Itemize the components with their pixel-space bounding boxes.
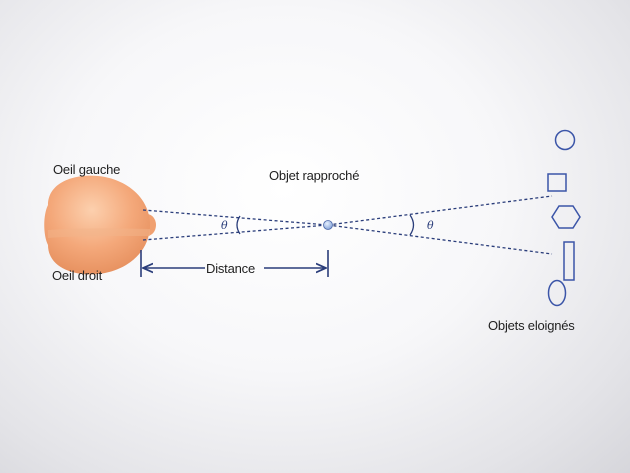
near-object-label: Objet rapproché [269,168,360,183]
far-objects-label: Objets eloignés [488,318,575,333]
near-object-dot [323,220,333,230]
head [44,175,156,275]
right-eye-label: Oeil droit [52,268,103,283]
far-object-circle [554,129,576,151]
angle-label-left: θ [221,219,228,232]
far-object-ellipse [547,279,567,307]
far-object-hexagon [551,205,581,229]
far-object-square [547,173,567,192]
distance-dimension [140,250,329,277]
right-eye-sightline-near [142,224,329,241]
distance-label: Distance [206,261,255,276]
angle-label-right: θ [427,219,434,232]
angle-arc-right [409,214,415,236]
sightline-far-lower [327,224,553,255]
sightline-far-upper [327,195,553,226]
angle-arc-left [236,215,241,235]
left-eye-sightline-near [142,209,329,226]
left-eye-label: Oeil gauche [53,162,121,177]
far-object-rectangle [563,241,575,281]
